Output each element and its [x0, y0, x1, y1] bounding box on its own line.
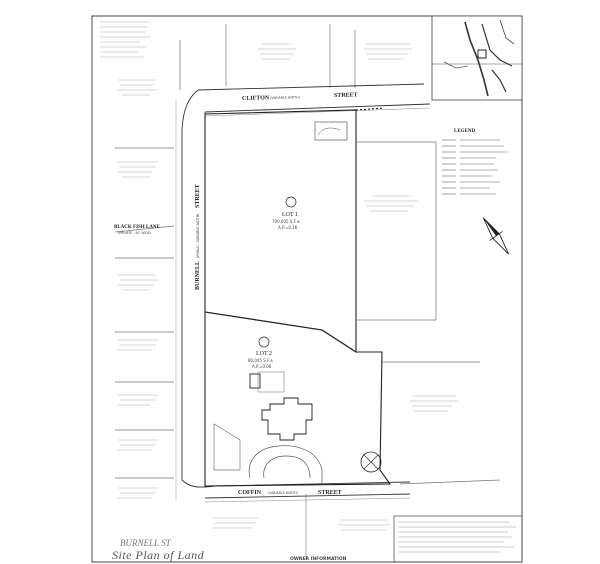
clifton-street-road — [197, 83, 431, 117]
clifton-street-suffix: STREET — [334, 92, 358, 99]
lot-1-acres: A.P.=0.16 — [278, 225, 298, 230]
lot-2-label: LOT 2 80,045 S.F.± A.P.=0.06 — [248, 336, 273, 369]
location-map — [431, 15, 523, 101]
lot-1-title: LOT 1 — [282, 212, 298, 218]
burnell-street-width: (PUBLIC - VARIABLE WIDTH) — [196, 214, 200, 258]
driveway — [213, 423, 323, 484]
coffin-street-width: (VARIABLE WIDTH) — [268, 491, 298, 495]
legend-title: LEGEND — [454, 129, 476, 134]
burnell-street-label: BURNELL — [195, 261, 201, 290]
house-footprint — [249, 371, 313, 441]
abutter-lines-left — [114, 147, 175, 479]
survey-notes — [100, 21, 150, 58]
clifton-street-label: CLIFTON — [242, 95, 270, 102]
abutter-notes-right — [212, 195, 458, 531]
black-fish-lane-label: BLACK FISH LANE — [114, 225, 161, 230]
abutter-notes-left — [118, 79, 158, 499]
shed-marker — [360, 451, 382, 473]
legend: LEGEND — [442, 129, 508, 195]
lot-1-label: LOT 1 700,005 S.F.± A.P.=0.16 — [272, 196, 300, 230]
lot-boundaries — [204, 107, 392, 487]
north-arrow-icon — [482, 217, 510, 255]
lot-2-title: LOT 2 — [256, 351, 272, 357]
sheet-border — [91, 15, 523, 563]
burnell-street-suffix: STREET — [195, 184, 201, 208]
abutter-lines-right — [356, 141, 501, 485]
black-fish-lane-width: (PRIVATE - 40' WIDE) — [118, 231, 151, 235]
title-block — [393, 515, 523, 563]
easement-marker — [314, 121, 348, 141]
drawing-title: Site Plan of Land — [112, 548, 205, 562]
coffin-street-label: COFFIN — [238, 490, 262, 496]
drawing-subtitle: BURNELL ST — [120, 538, 171, 548]
coffin-street-suffix: STREET — [318, 490, 342, 496]
lot-2-area: 80,045 S.F.± — [248, 358, 273, 363]
owner-information-label: OWNER INFORMATION — [290, 556, 347, 562]
lot-1-area: 700,005 S.F.± — [272, 219, 300, 224]
abutter-notes-top — [258, 43, 412, 60]
abutter-lines-top — [179, 24, 356, 90]
clifton-street-width: (VARIABLE WIDTH) — [270, 95, 300, 100]
lot-2-acres: A.P.=0.06 — [252, 364, 272, 369]
